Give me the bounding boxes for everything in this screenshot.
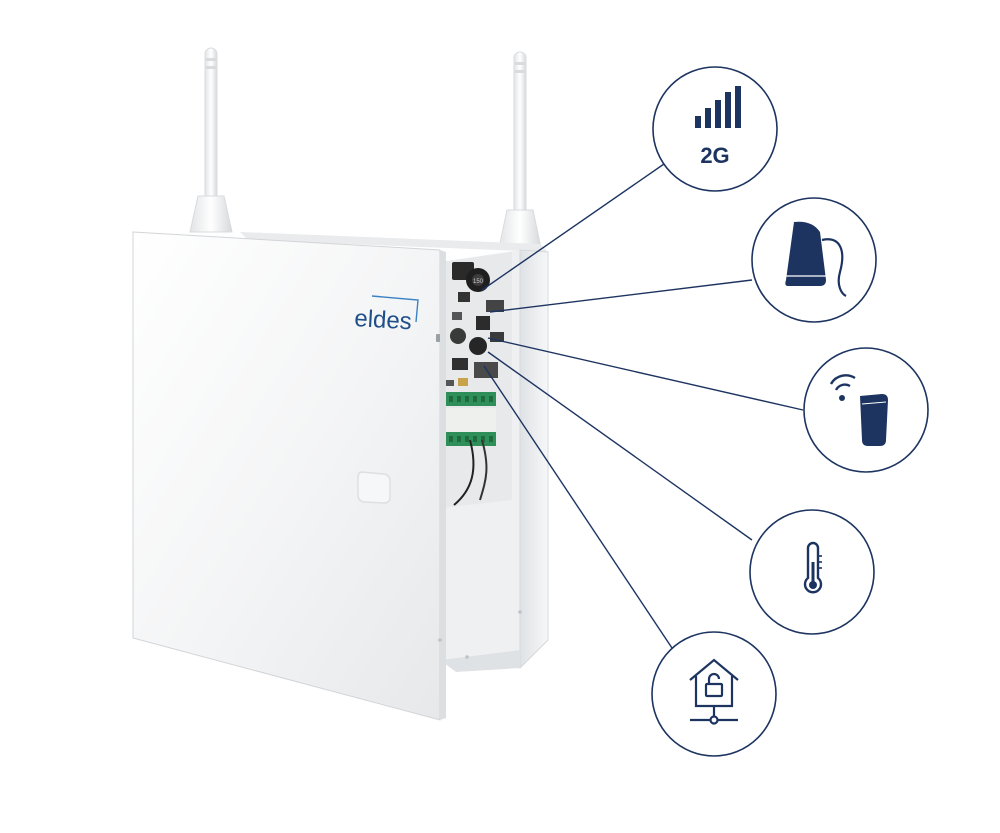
external-antenna-icon xyxy=(785,221,847,297)
enclosure-door: eldes xyxy=(132,231,446,721)
circuit-board: 150 xyxy=(442,252,512,508)
connector-gsm xyxy=(481,163,665,291)
chip-150 xyxy=(472,274,484,286)
connector-external-antenna xyxy=(489,279,753,313)
feature-temperature xyxy=(749,509,875,635)
antenna-left xyxy=(189,47,233,233)
feature-smart-home xyxy=(651,631,777,757)
chip-marking: 150 xyxy=(473,279,484,285)
wireless-motion-detector-icon xyxy=(829,374,888,446)
house-lock-network-icon xyxy=(689,658,739,725)
feature-wireless-devices xyxy=(803,347,929,473)
antenna-cable xyxy=(453,439,475,506)
thermometer-icon xyxy=(803,541,823,594)
feature-gsm-label: 2G xyxy=(700,143,729,168)
door-lock-button xyxy=(357,471,391,504)
feature-external-antenna xyxy=(751,197,877,323)
signal-bars-icon xyxy=(695,86,741,128)
connector-smart-home xyxy=(483,365,673,649)
connector-lines xyxy=(481,163,804,649)
brand-logo: eldes xyxy=(354,305,413,335)
connector-temperature xyxy=(487,351,753,541)
antenna-right xyxy=(498,51,542,249)
brand-logo-accent xyxy=(371,295,419,323)
connector-wireless-devices xyxy=(487,337,804,411)
terminal-block-top xyxy=(446,392,496,406)
feature-gsm: 2G xyxy=(652,66,778,192)
